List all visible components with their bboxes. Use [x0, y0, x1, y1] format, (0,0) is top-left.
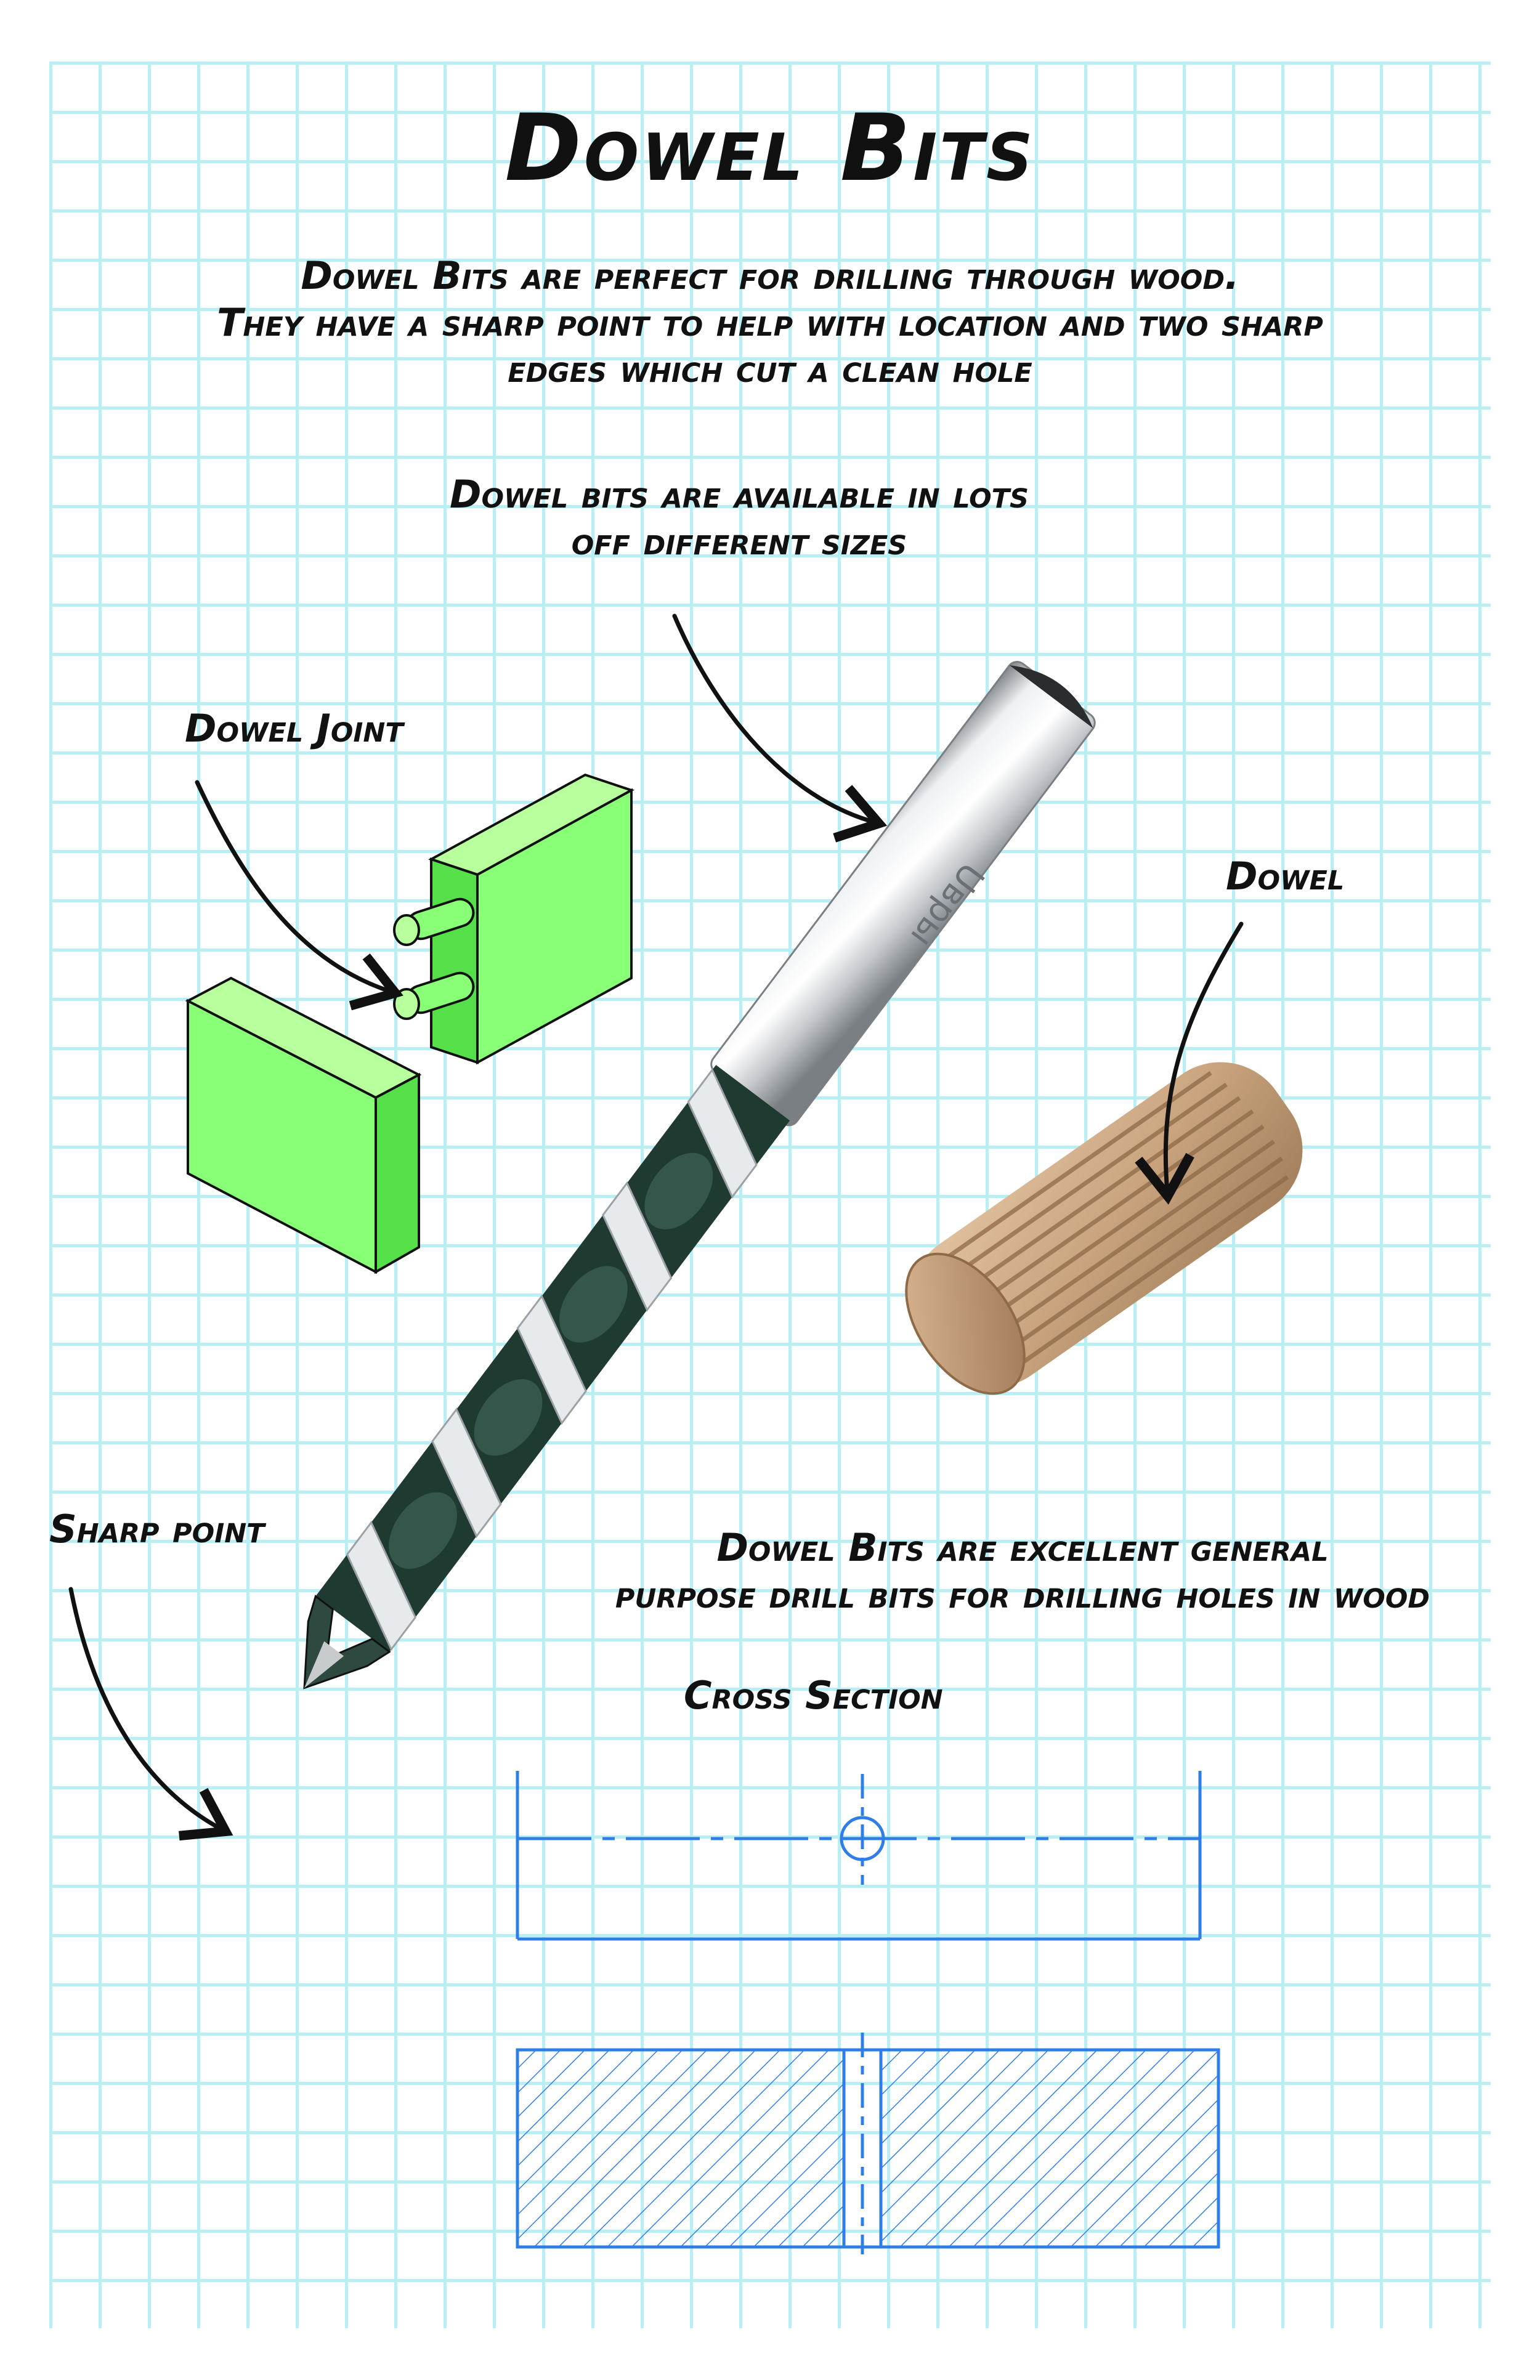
dowel-joint-icon	[185, 773, 634, 1274]
general-note-line: Dowel Bits are excellent general	[716, 1525, 1329, 1570]
sizes-arrow	[672, 613, 888, 843]
dowel-joint-arrow	[195, 780, 403, 1011]
intro-line: edges which cut a clean hole	[508, 346, 1032, 392]
intro-line: Dowel Bits are perfect for drilling thro…	[301, 253, 1239, 298]
intro-paragraph: Dowel Bits are perfect for drilling thro…	[99, 253, 1441, 392]
sharp-point-label: Sharp point	[49, 1507, 265, 1552]
cross-section-label: Cross Section	[684, 1673, 943, 1718]
sharp-point-arrow	[68, 1587, 233, 1841]
leader-arrows	[68, 613, 1244, 1841]
cross-section-drawing	[516, 1771, 1220, 2254]
sizes-note: Dowel bits are available in lots off dif…	[345, 471, 1133, 564]
sizes-note-line: Dowel bits are available in lots	[450, 472, 1029, 517]
dowel-arrow	[1135, 921, 1244, 1205]
general-purpose-note: Dowel Bits are excellent general purpose…	[542, 1524, 1503, 1617]
dowel-icon	[905, 1062, 1303, 1395]
sizes-note-line: off different sizes	[571, 518, 907, 564]
page-title: Dowel Bits	[505, 95, 1035, 202]
intro-line: They have a sharp point to help with loc…	[217, 299, 1323, 345]
general-note-line: purpose drill bits for drilling holes in…	[615, 1571, 1430, 1617]
dowel-joint-label: Dowel Joint	[185, 706, 403, 751]
drill-bit-icon: Uвры	[303, 661, 1096, 1690]
dowel-label: Dowel	[1226, 854, 1345, 899]
